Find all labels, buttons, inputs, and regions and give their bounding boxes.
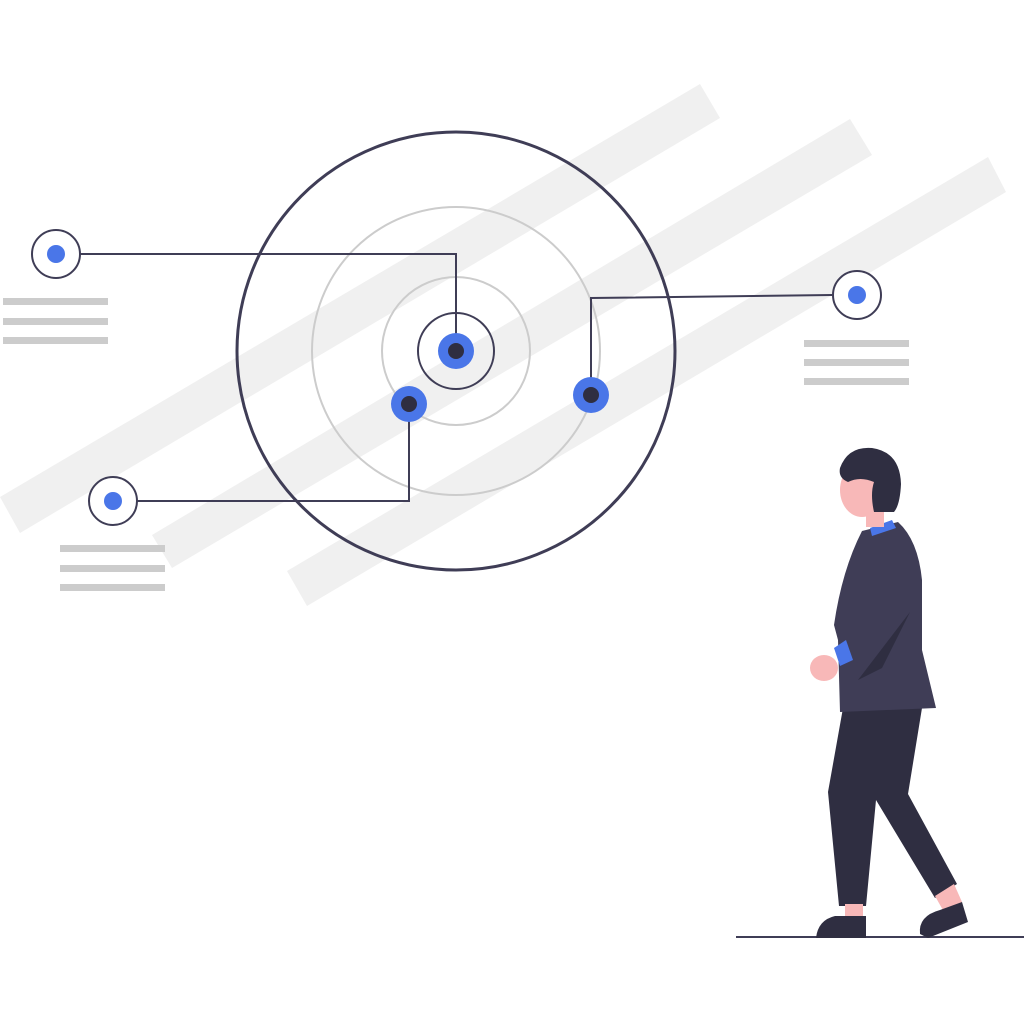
center-point xyxy=(438,333,474,369)
person-trousers xyxy=(828,708,957,906)
person-hair xyxy=(839,447,901,512)
target-outer-ring xyxy=(235,130,677,572)
person-illustration xyxy=(810,447,968,938)
target-icon xyxy=(235,130,677,572)
text-placeholder-top-left xyxy=(3,298,108,344)
pin-dot xyxy=(104,492,122,510)
location-pin-right xyxy=(832,270,882,320)
text-placeholder-right xyxy=(804,340,909,385)
right-point xyxy=(573,377,609,413)
jacket-fold xyxy=(858,612,910,680)
lower-left-point xyxy=(391,386,427,422)
stripe-1 xyxy=(0,84,720,533)
person-collar xyxy=(870,520,896,536)
person-hand xyxy=(810,655,838,681)
target-points xyxy=(391,333,609,422)
person-cuff xyxy=(834,640,853,666)
target-middle-ring xyxy=(311,206,601,496)
connector-top-left xyxy=(80,253,457,351)
location-pin-bottom-left xyxy=(88,476,138,526)
person-right-shoe xyxy=(919,902,968,938)
person-jacket xyxy=(834,522,936,712)
connector-right xyxy=(590,294,833,395)
stripe-2 xyxy=(152,119,872,568)
person-left-shoe xyxy=(816,916,866,938)
pin-dot xyxy=(848,286,866,304)
connector-bottom-left xyxy=(137,404,410,502)
pin-dot xyxy=(47,245,65,263)
connector-lines xyxy=(80,253,833,502)
text-placeholder-bottom-left xyxy=(60,545,165,591)
location-pin-top-left xyxy=(31,229,81,279)
person-left-ankle xyxy=(845,904,863,918)
